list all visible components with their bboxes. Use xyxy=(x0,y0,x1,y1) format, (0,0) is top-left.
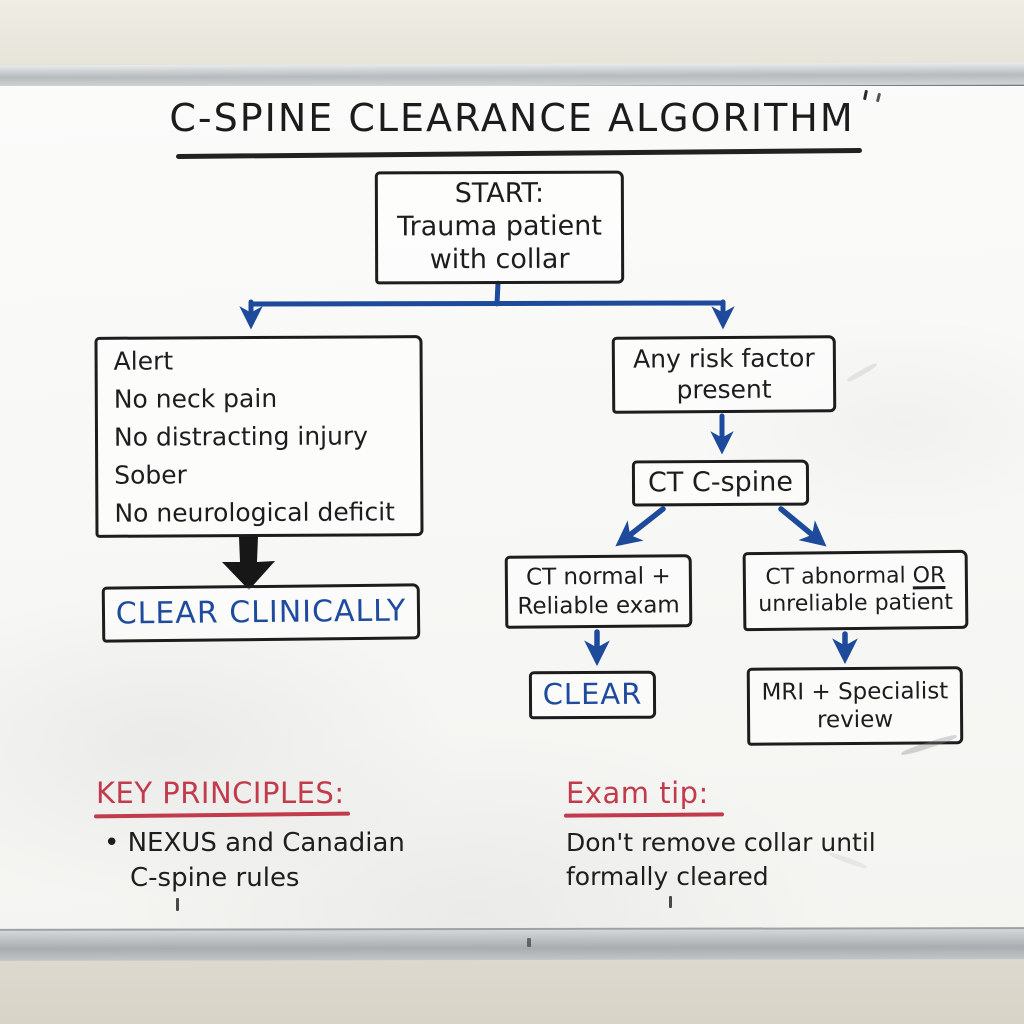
frame-mark xyxy=(527,938,531,947)
risk-line1: Any risk factor xyxy=(632,343,815,374)
node-start: START: Trauma patient with collar xyxy=(374,170,625,285)
ct-abnormal-line2: unreliable patient xyxy=(758,589,954,617)
clear-label: CLEAR xyxy=(542,677,643,712)
start-line3: with collar xyxy=(429,243,570,276)
exam-tip-heading: Exam tip: xyxy=(566,776,709,810)
criteria-item: Alert xyxy=(113,345,174,376)
node-ct-normal: CT normal + Reliable exam xyxy=(504,554,693,629)
wall-background-bottom xyxy=(0,958,1024,1024)
node-clinical-criteria: Alert No neck pain No distracting injury… xyxy=(94,335,424,538)
mri-line1: MRI + Specialist xyxy=(761,678,949,706)
diagram-title: C-SPINE CLEARANCE ALGORITHM xyxy=(169,96,855,140)
bullet-dot: • xyxy=(104,828,120,858)
start-line2: Trauma patient xyxy=(397,210,602,243)
exam-tip-line1: Don't remove collar until xyxy=(566,828,876,857)
key-principles-body: • NEXUS and Canadian C-spine rules xyxy=(104,826,405,896)
stray-pen-mark xyxy=(176,898,179,911)
node-clear: CLEAR xyxy=(528,670,657,720)
criteria-item: No neck pain xyxy=(113,383,278,414)
whiteboard-frame-bottom xyxy=(0,927,1024,961)
ct-normal-line2: Reliable exam xyxy=(517,591,680,620)
key-principles-line2: C-spine rules xyxy=(130,863,300,894)
key-principles-line1-text: NEXUS and Canadian xyxy=(127,828,405,858)
criteria-item: Sober xyxy=(114,459,187,490)
node-ct-abnormal: CT abnormal OR unreliable patient xyxy=(742,549,969,632)
clear-clinically-label: CLEAR CLINICALLY xyxy=(115,593,407,632)
criteria-item: No distracting injury xyxy=(113,420,369,452)
ct-normal-line1: CT normal + xyxy=(525,563,671,592)
node-mri-specialist: MRI + Specialist review xyxy=(746,666,964,746)
key-principles-line1: • NEXUS and Canadian xyxy=(104,826,405,861)
mri-line2: review xyxy=(816,706,894,734)
criteria-item: No neurological deficit xyxy=(114,496,396,528)
stray-pen-mark xyxy=(669,896,672,908)
exam-tip-line2: formally cleared xyxy=(566,861,769,891)
wall-background-top xyxy=(0,0,1024,64)
ct-abnormal-or: OR xyxy=(912,562,946,589)
start-line1: START: xyxy=(454,177,545,210)
ct-abnormal-line1: CT abnormal OR xyxy=(765,563,945,592)
node-risk-factor: Any risk factor present xyxy=(611,335,837,414)
ct-cspine-label: CT C-spine xyxy=(647,466,794,498)
key-principles-heading: KEY PRINCIPLES: xyxy=(96,776,345,810)
exam-tip-body: Don't remove collar until formally clear… xyxy=(566,826,876,894)
risk-line2: present xyxy=(676,374,772,404)
node-clear-clinically: CLEAR CLINICALLY xyxy=(101,583,421,643)
node-ct-cspine: CT C-spine xyxy=(631,459,810,507)
ct-abnormal-line1-text: CT abnormal xyxy=(765,563,913,590)
